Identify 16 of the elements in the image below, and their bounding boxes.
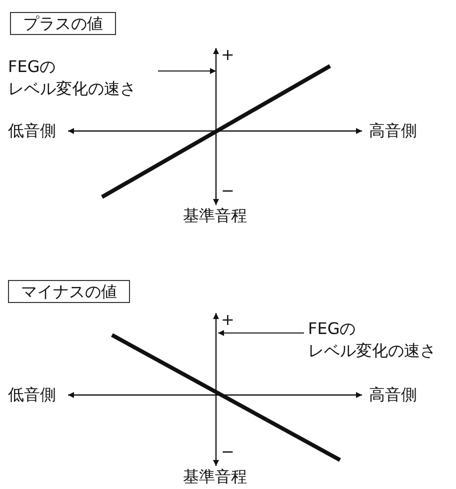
plus-sign: + <box>221 45 234 64</box>
plus-sign: + <box>221 310 234 329</box>
callout-text: FEGの レベル変化の速さ <box>308 318 456 362</box>
callout-text: FEGの レベル変化の速さ <box>8 56 158 100</box>
minus-sign: − <box>221 181 234 200</box>
title-box: マイナスの値 <box>8 280 130 303</box>
axis-label: 基準音程 <box>183 467 247 486</box>
axis-label: 基準音程 <box>183 206 247 225</box>
axis-label: 高音側 <box>369 121 417 140</box>
leader-arrow <box>218 330 304 336</box>
title-box: プラスの値 <box>10 12 116 35</box>
axis-label: 低音側 <box>8 121 56 140</box>
axis-label: 高音側 <box>369 385 417 404</box>
axis-label: 低音側 <box>8 385 56 404</box>
minus-sign: − <box>221 442 234 461</box>
leader-arrow <box>158 68 216 74</box>
